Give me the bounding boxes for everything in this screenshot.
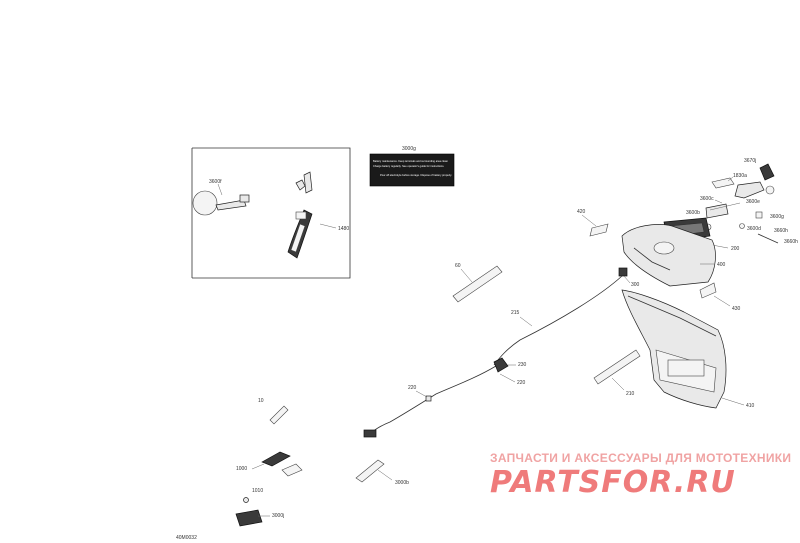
mirror-part <box>192 190 250 216</box>
callout-220: 220 <box>517 380 526 386</box>
callout-3600d: 3600d <box>747 226 761 232</box>
callout-3000b: 1000 <box>236 466 247 472</box>
callout-3600e: 3600e <box>746 199 760 205</box>
callout-210: 220 <box>408 385 417 391</box>
watermark-tagline: ЗАПЧАСТИ И АКСЕССУАРЫ ДЛЯ МОТОТЕХНИКИ <box>490 451 791 465</box>
watermark: ЗАПЧАСТИ И АКСЕССУАРЫ ДЛЯ МОТОТЕХНИКИ PA… <box>490 451 791 500</box>
callout-1480: 1480 <box>338 226 349 232</box>
decal-1000: 10 <box>258 398 289 425</box>
drawing-code: 40M0032 <box>176 535 197 541</box>
warning-line-2: Charge battery regularly. See operator's… <box>373 164 445 168</box>
decal-410: 210 <box>593 349 641 397</box>
callout-1830a: 1830a <box>733 173 747 179</box>
decal-420: 420 <box>577 209 609 237</box>
cable-harness-part: 215 <box>363 275 623 438</box>
callout-1000: 10 <box>258 398 264 404</box>
decal-430: 430 <box>699 282 741 312</box>
callout-420: 420 <box>577 209 586 215</box>
callout-3600g: 3600g <box>770 214 784 220</box>
warning-line-3: Pour off electrolyte before storage. Dis… <box>380 173 452 177</box>
connector-300: 300 <box>618 267 640 288</box>
callout-215: 215 <box>511 310 520 316</box>
callout-1000a: 3000j <box>272 513 284 519</box>
decal-strip-part <box>287 209 313 259</box>
decal-3000b: 1000 <box>236 451 303 477</box>
callout-60: 400 <box>717 262 726 268</box>
callout-3670: 3670j <box>744 158 756 164</box>
callout-400: 60 <box>455 263 461 269</box>
warning-line-1: Battery maintenance. Keep terminals and … <box>373 159 448 163</box>
callout-230: 230 <box>518 362 527 368</box>
callout-300: 300 <box>631 282 640 288</box>
callout-3600b: 3600b <box>686 210 700 216</box>
inset-panel: 3600f 1480 <box>191 147 351 279</box>
watermark-brand: PARTSFOR.RU <box>490 465 736 500</box>
main-panel-part: 410 <box>621 289 755 409</box>
label-plate-part: 1010 3000j <box>235 488 284 527</box>
decal-1010: 3000b <box>355 459 409 486</box>
warning-label-part: 3000g Battery maintenance. Keep terminal… <box>369 146 455 187</box>
callout-3600f: 3600f <box>209 179 222 185</box>
switch-bracket-part: 230 220 220 <box>408 357 527 402</box>
callout-200: 200 <box>731 246 740 252</box>
callout-1010: 3000b <box>395 480 409 486</box>
bracket-part <box>295 171 313 194</box>
dash-cover-part: 400 <box>621 224 726 287</box>
callout-3000j: 1010 <box>252 488 263 494</box>
callout-3660h: 3660h <box>774 228 788 234</box>
callout-3600c: 3600c <box>700 196 714 202</box>
mount-hardware: 3670j 1830a 3600c 3600e 3600b 3600g 3600… <box>686 158 798 245</box>
callout-3000g: 3000g <box>402 146 416 152</box>
callout-3660h-2: 3660h <box>784 239 798 245</box>
decal-400: 60 <box>452 263 503 303</box>
callout-430: 430 <box>732 306 741 312</box>
callout-410: 210 <box>626 391 635 397</box>
callout-10: 410 <box>746 403 755 409</box>
